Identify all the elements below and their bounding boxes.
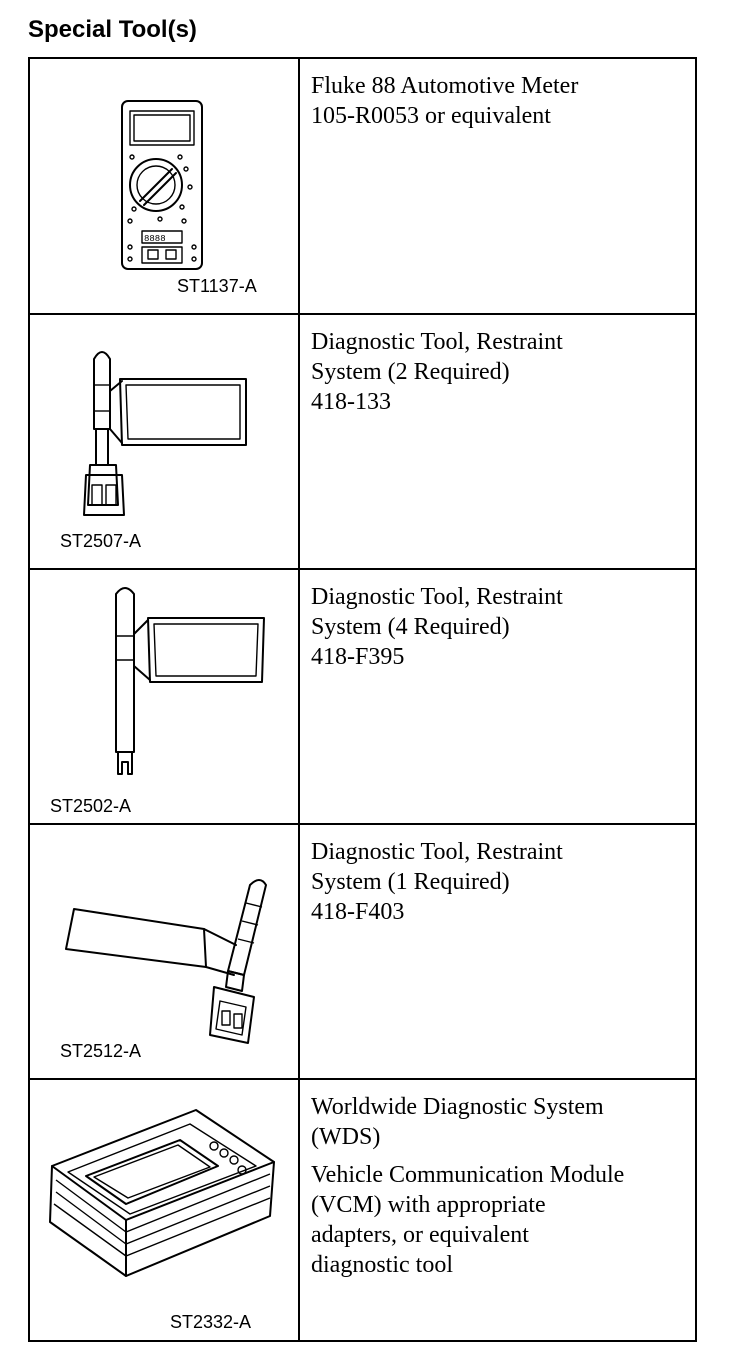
svg-text:8888: 8888 (144, 234, 166, 244)
description-line: 105-R0053 or equivalent (311, 103, 551, 129)
description-paragraph: Diagnostic Tool, Restraint System (1 Req… (311, 837, 685, 927)
description-line: 418-F395 (311, 644, 405, 670)
tool-description: Diagnostic Tool, Restraint System (4 Req… (298, 568, 697, 825)
tool-illustration-cell: ST2502-A (28, 568, 300, 825)
description-line: Diagnostic Tool, Restraint (311, 839, 563, 865)
tool-description: Fluke 88 Automotive Meter 105-R0053 or e… (298, 57, 697, 315)
vcm-module-icon (49, 1109, 275, 1277)
tool-row: ST2502-A Diagnostic Tool, Restraint Syst… (28, 568, 697, 825)
description-line: adapters, or equivalent (311, 1222, 529, 1248)
description-line: (VCM) with appropriate (311, 1192, 546, 1218)
description-paragraph: Diagnostic Tool, Restraint System (2 Req… (311, 327, 685, 417)
tool-description: Diagnostic Tool, Restraint System (2 Req… (298, 313, 697, 570)
special-tools-table: 8888 ST1137-A Fluke 88 Automotive Meter … (28, 57, 697, 1342)
diagnostic-probe-icon (115, 587, 265, 775)
tool-row: 8888 ST1137-A Fluke 88 Automotive Meter … (28, 57, 697, 315)
tool-code: ST2332-A (170, 1312, 252, 1332)
tool-code: ST2507-A (60, 531, 142, 551)
tool-description: Diagnostic Tool, Restraint System (1 Req… (298, 823, 697, 1080)
tool-illustration-cell: 8888 ST1137-A (28, 57, 300, 315)
tool-code: ST2512-A (60, 1041, 142, 1061)
tool-illustration-cell: ST2332-A (28, 1078, 300, 1342)
tool-illustration-cell: ST2512-A (28, 823, 300, 1080)
description-line: Diagnostic Tool, Restraint (311, 584, 563, 610)
tool-description: Worldwide Diagnostic System (WDS) Vehicl… (298, 1078, 697, 1342)
page-title: Special Tool(s) (28, 16, 197, 43)
description-line: Fluke 88 Automotive Meter (311, 73, 579, 99)
description-line: Worldwide Diagnostic System (311, 1094, 604, 1120)
tool-row: ST2332-A Worldwide Diagnostic System (WD… (28, 1078, 697, 1342)
description-line: Vehicle Communication Module (311, 1162, 625, 1188)
tool-illustration-cell: ST2507-A (28, 313, 300, 570)
description-line: Diagnostic Tool, Restraint (311, 329, 563, 355)
description-line: diagnostic tool (311, 1252, 453, 1278)
tool-code: ST2502-A (50, 796, 132, 816)
multimeter-icon: 8888 (121, 100, 203, 270)
description-line: 418-133 (311, 389, 391, 415)
description-paragraph: Vehicle Communication Module (VCM) with … (311, 1160, 685, 1280)
description-line: System (4 Required) (311, 614, 510, 640)
diagnostic-connector-angled-icon (65, 879, 267, 1044)
tool-row: ST2512-A Diagnostic Tool, Restraint Syst… (28, 823, 697, 1080)
description-paragraph: Fluke 88 Automotive Meter 105-R0053 or e… (311, 71, 685, 131)
diagnostic-connector-icon (83, 351, 247, 516)
description-line: 418-F403 (311, 899, 405, 925)
description-line: System (1 Required) (311, 869, 510, 895)
tool-code: ST1137-A (177, 276, 257, 296)
description-line: (WDS) (311, 1124, 381, 1150)
tool-row: ST2507-A Diagnostic Tool, Restraint Syst… (28, 313, 697, 570)
description-paragraph: Worldwide Diagnostic System (WDS) (311, 1092, 685, 1152)
description-paragraph: Diagnostic Tool, Restraint System (4 Req… (311, 582, 685, 672)
description-line: System (2 Required) (311, 359, 510, 385)
